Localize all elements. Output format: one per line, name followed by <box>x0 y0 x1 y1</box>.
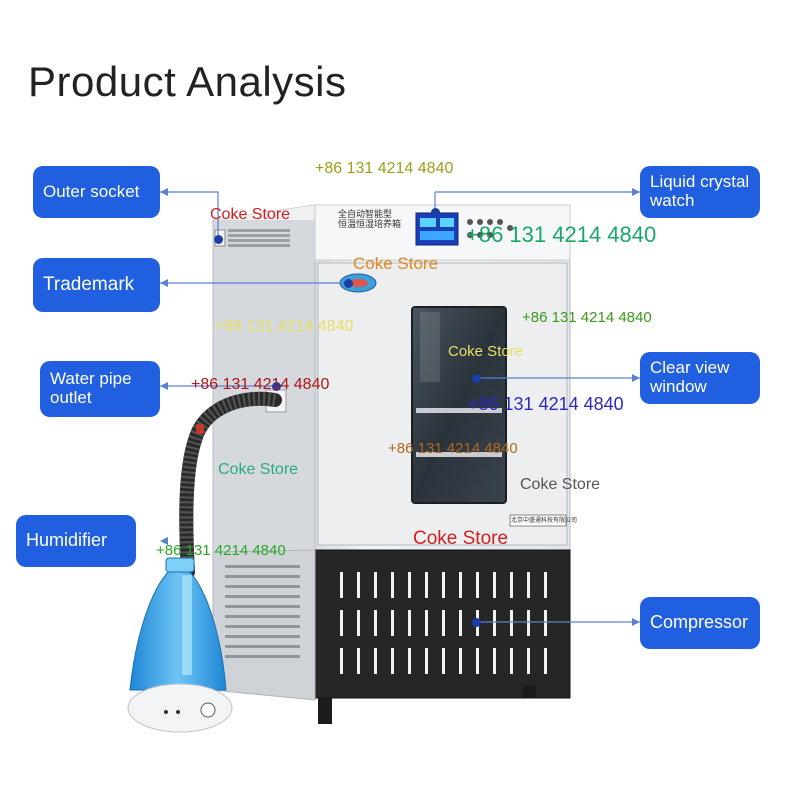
callout-water-pipe-outlet: Water pipe outlet <box>40 361 160 417</box>
lcd-display <box>415 212 459 246</box>
nameplate-text: 北京中盛通科技有限公司 <box>511 518 578 524</box>
callout-trademark: Trademark <box>33 258 160 312</box>
panel-model-name: 全自动智能型 恒温恒湿培养箱 <box>338 209 402 230</box>
phone-watermark: +86 131 4214 4840 <box>522 309 652 326</box>
phone-watermark: +86 131 4214 4840 <box>468 394 624 414</box>
phone-watermark: +86 131 4214 4840 <box>388 440 518 457</box>
store-watermark: Coke Store <box>448 343 524 360</box>
callout-outer-socket: Outer socket <box>33 166 160 218</box>
phone-watermark: +86 131 4214 4840 <box>315 160 454 177</box>
callout-liquid-crystal-watch: Liquid crystal watch <box>640 166 760 218</box>
humidifier-tank <box>129 569 227 691</box>
lcd-dot <box>431 208 440 217</box>
store-watermark: Coke Store <box>413 528 509 549</box>
store-watermark: Coke Store <box>353 254 439 273</box>
callout-compressor: Compressor <box>640 597 760 649</box>
store-watermark: Coke Store <box>210 206 291 223</box>
phone-watermark: +86 131 4214 4840 <box>156 542 286 559</box>
callout-clear-view-window: Clear view window <box>640 352 760 404</box>
socket-dot <box>214 235 223 244</box>
pipe-dot <box>272 382 281 391</box>
phone-watermark: +86 131 4214 4840 <box>215 318 354 335</box>
compressor-dot <box>472 618 481 627</box>
panel-name-line1: 全自动智能型 <box>338 209 393 219</box>
humidifier-base <box>127 683 233 733</box>
store-watermark: Coke Store <box>218 461 299 478</box>
trademark-dot <box>344 279 353 288</box>
phone-watermark: +86 131 4214 4840 <box>191 376 330 393</box>
phone-watermark: +86 131 4214 4840 <box>466 222 657 247</box>
callout-humidifier: Humidifier <box>16 515 136 567</box>
panel-name-line2: 恒温恒湿培养箱 <box>338 218 402 229</box>
window-dot <box>472 374 481 383</box>
page-title: Product Analysis <box>28 58 347 105</box>
store-watermark: Coke Store <box>520 476 601 493</box>
